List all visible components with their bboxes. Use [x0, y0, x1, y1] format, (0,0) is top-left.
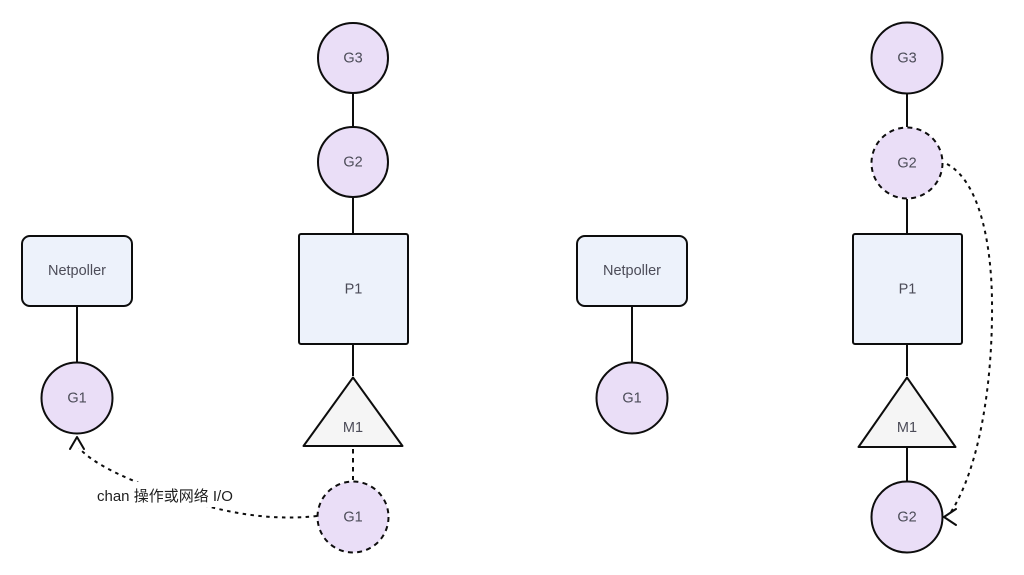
right-netpoller-goroutine-node [595, 361, 669, 435]
right-m1-triangle [857, 376, 957, 448]
left-g3-label: G3 [343, 51, 362, 67]
left-netpoller-box [21, 235, 133, 307]
right-netpoller-goroutine-label: G1 [622, 391, 641, 407]
left-m1-label: M1 [343, 420, 363, 436]
left-g2-label: G2 [343, 155, 362, 171]
right-dashed-g2-node [870, 126, 944, 200]
chan-io-annotation: chan 操作或网络 I/O [97, 488, 233, 505]
right-netpoller-label: Netpoller [603, 263, 661, 279]
right-g3-node [870, 21, 944, 95]
left-arrowhead-up-icon [69, 436, 85, 450]
right-dashed-g2-label: G2 [897, 156, 916, 172]
right-m1-label: M1 [897, 420, 917, 436]
left-netpoller-goroutine-node [40, 361, 114, 435]
left-blocked-g1-node [316, 480, 390, 554]
left-blocked-g1-label: G1 [343, 510, 362, 526]
right-g3-label: G3 [897, 51, 916, 67]
right-running-g2-node [870, 480, 944, 554]
right-netpoller-box [576, 235, 688, 307]
left-p1-label: P1 [345, 282, 363, 298]
left-diagram: Netpoller G1 chan 操作或网络 I/O G3 G2 P1 M1 [21, 22, 409, 554]
annotation-backdrop [92, 482, 232, 507]
left-netpoller-label: Netpoller [48, 263, 106, 279]
right-diagram: Netpoller G1 G3 G2 P1 M1 G2 [576, 21, 994, 554]
left-netpoller-goroutine-label: G1 [67, 391, 86, 407]
right-running-g2-label: G2 [897, 510, 916, 526]
left-m1-triangle [302, 376, 404, 447]
left-block-transition-arrow [78, 447, 318, 519]
right-p1-label: P1 [899, 282, 917, 298]
right-arrowhead-left-icon [943, 508, 957, 526]
